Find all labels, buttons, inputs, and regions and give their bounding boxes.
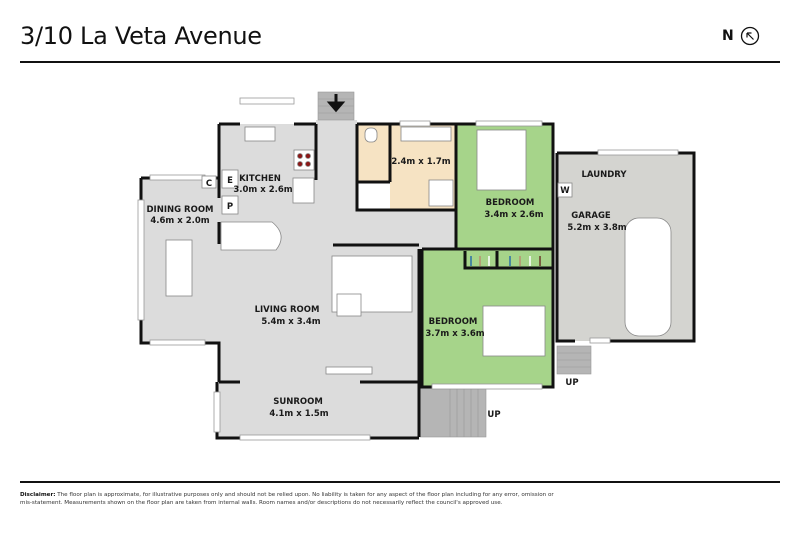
pantry-label: P xyxy=(227,202,233,212)
furniture xyxy=(165,126,672,375)
hall-floor xyxy=(316,120,357,245)
dining-table xyxy=(165,239,193,297)
header-divider xyxy=(20,61,780,63)
cupboard xyxy=(201,175,217,189)
bed2 xyxy=(482,305,546,357)
windows xyxy=(137,97,679,441)
garage-stairs-up-label: UP xyxy=(565,378,578,388)
bedroom1-dims: 3.4m x 2.6m xyxy=(484,210,543,220)
front-stairs xyxy=(419,386,487,438)
car xyxy=(624,217,672,337)
footer-divider xyxy=(20,481,780,483)
dining-label: DINING ROOM xyxy=(147,205,214,215)
garage-dims: 5.2m x 3.8m xyxy=(567,223,626,233)
stove xyxy=(293,149,315,171)
entry-arrow-icon xyxy=(326,94,346,113)
garage-label: GARAGE xyxy=(571,211,611,221)
hanger-icons xyxy=(470,256,541,266)
pantry xyxy=(221,195,239,215)
sunroom-label: SUNROOM xyxy=(273,397,323,407)
kitchen-label: KITCHEN xyxy=(239,174,281,184)
disclaimer-text: The floor plan is approximate, for illus… xyxy=(20,492,554,506)
washer xyxy=(557,182,573,198)
kitchen-dims: 3.0m x 2.6m xyxy=(233,185,292,195)
bedroom1-label: BEDROOM xyxy=(486,198,535,208)
north-arrow-icon xyxy=(740,26,759,46)
living-dims: 5.4m x 3.4m xyxy=(261,317,320,327)
north-label: N xyxy=(722,28,734,44)
coffee-table xyxy=(336,293,362,317)
fridge-label: E xyxy=(227,176,233,186)
room-labels: KITCHEN 3.0m x 2.6m DINING ROOM 4.6m x 2… xyxy=(147,157,628,420)
bed1 xyxy=(476,129,527,191)
vanity xyxy=(400,126,452,142)
fridge xyxy=(221,169,239,189)
compass: N xyxy=(722,26,760,46)
tv-unit xyxy=(325,366,373,375)
page-title: 3/10 La Veta Avenue xyxy=(20,22,262,50)
dining-dims: 4.6m x 2.0m xyxy=(150,216,209,226)
disclaimer: Disclaimer: The floor plan is approximat… xyxy=(20,492,560,507)
bedroom2-dims: 3.7m x 3.6m xyxy=(425,329,484,339)
hall2-floor xyxy=(357,210,457,250)
disclaimer-label: Disclaimer: xyxy=(20,492,56,498)
sunroom-floor xyxy=(217,382,419,438)
washer-label: W xyxy=(560,186,570,196)
living-label: LIVING ROOM xyxy=(255,305,320,315)
toilet xyxy=(364,127,378,143)
kitchen-island xyxy=(220,221,282,251)
front-stairs-up-label: UP xyxy=(487,410,500,420)
bathroom-dims: 2.4m x 1.7m xyxy=(391,157,450,167)
sunroom-dims: 4.1m x 1.5m xyxy=(269,409,328,419)
laundry-label: LAUNDRY xyxy=(581,170,627,180)
stairs xyxy=(317,91,592,438)
bedroom2-label: BEDROOM xyxy=(429,317,478,327)
kitchen-sink xyxy=(244,126,276,142)
shower xyxy=(428,179,454,207)
cupboard-label: C xyxy=(206,179,212,189)
